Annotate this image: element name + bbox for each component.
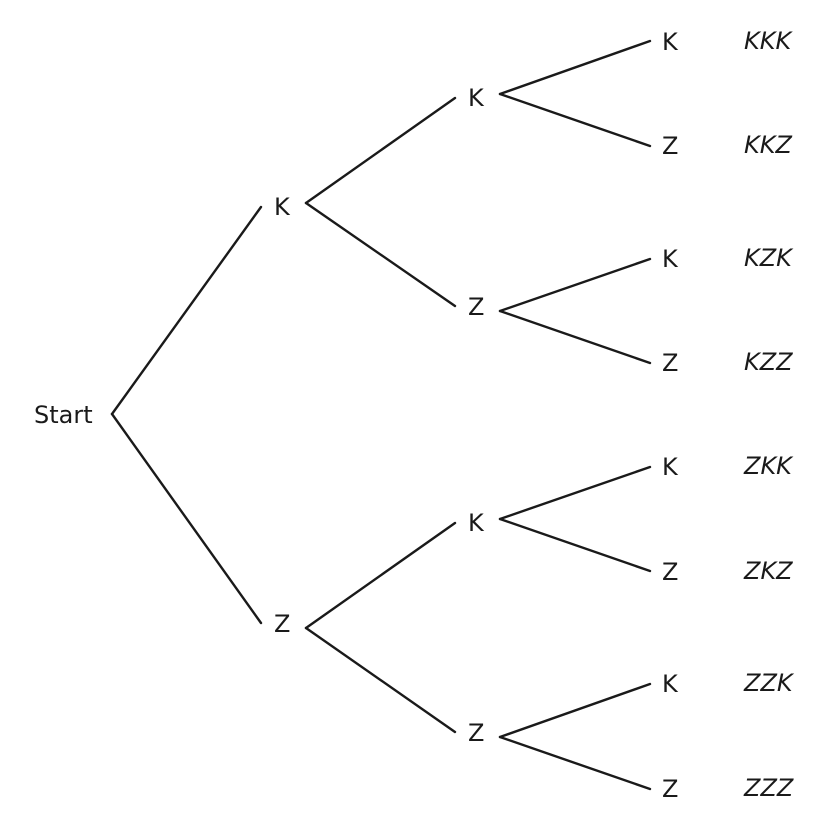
level2-node-kz: Z bbox=[468, 293, 484, 321]
edge-z-zk bbox=[304, 521, 457, 630]
level2-node-zz: Z bbox=[468, 719, 484, 747]
outcome-zzz: ZZZ bbox=[743, 774, 794, 802]
start-node-label: Start bbox=[34, 401, 93, 429]
outcome-zzk: ZZK bbox=[743, 669, 795, 697]
level2-node-zk: K bbox=[468, 509, 485, 537]
edge-kk-kkz bbox=[498, 92, 652, 148]
edge-zk-zkk bbox=[498, 465, 652, 521]
level3-node-zkz: Z bbox=[662, 558, 678, 586]
edge-kz-kzz bbox=[498, 309, 652, 365]
edge-zk-zkz bbox=[498, 517, 652, 573]
outcome-kkz: KKZ bbox=[744, 131, 792, 159]
level3-node-zzz: Z bbox=[662, 775, 678, 803]
edge-k-kz bbox=[304, 201, 457, 308]
level2-node-kk: K bbox=[468, 84, 485, 112]
edge-z-zz bbox=[304, 626, 457, 734]
edge-k-kk bbox=[304, 96, 457, 205]
edge-zz-zzk bbox=[498, 682, 652, 739]
edge-start-z bbox=[110, 412, 263, 625]
edge-kk-kkk bbox=[498, 39, 652, 96]
outcome-kzk: KZK bbox=[744, 244, 794, 272]
outcome-kzz: KZZ bbox=[744, 348, 793, 376]
edge-start-k bbox=[110, 205, 263, 416]
level3-node-kzz: Z bbox=[662, 349, 678, 377]
level3-node-zkk: K bbox=[662, 453, 679, 481]
outcome-kkk: KKK bbox=[744, 27, 793, 55]
level3-node-kkk: K bbox=[662, 28, 679, 56]
outcome-zkz: ZKZ bbox=[743, 557, 793, 585]
level3-node-zzk: K bbox=[662, 670, 679, 698]
edge-kz-kzk bbox=[498, 257, 652, 313]
level3-node-kkz: Z bbox=[662, 132, 678, 160]
edge-zz-zzz bbox=[498, 735, 652, 791]
level1-node-z: Z bbox=[274, 610, 290, 638]
level3-node-kzk: K bbox=[662, 245, 679, 273]
outcome-zkk: ZKK bbox=[743, 452, 794, 480]
level1-node-k: K bbox=[274, 193, 291, 221]
